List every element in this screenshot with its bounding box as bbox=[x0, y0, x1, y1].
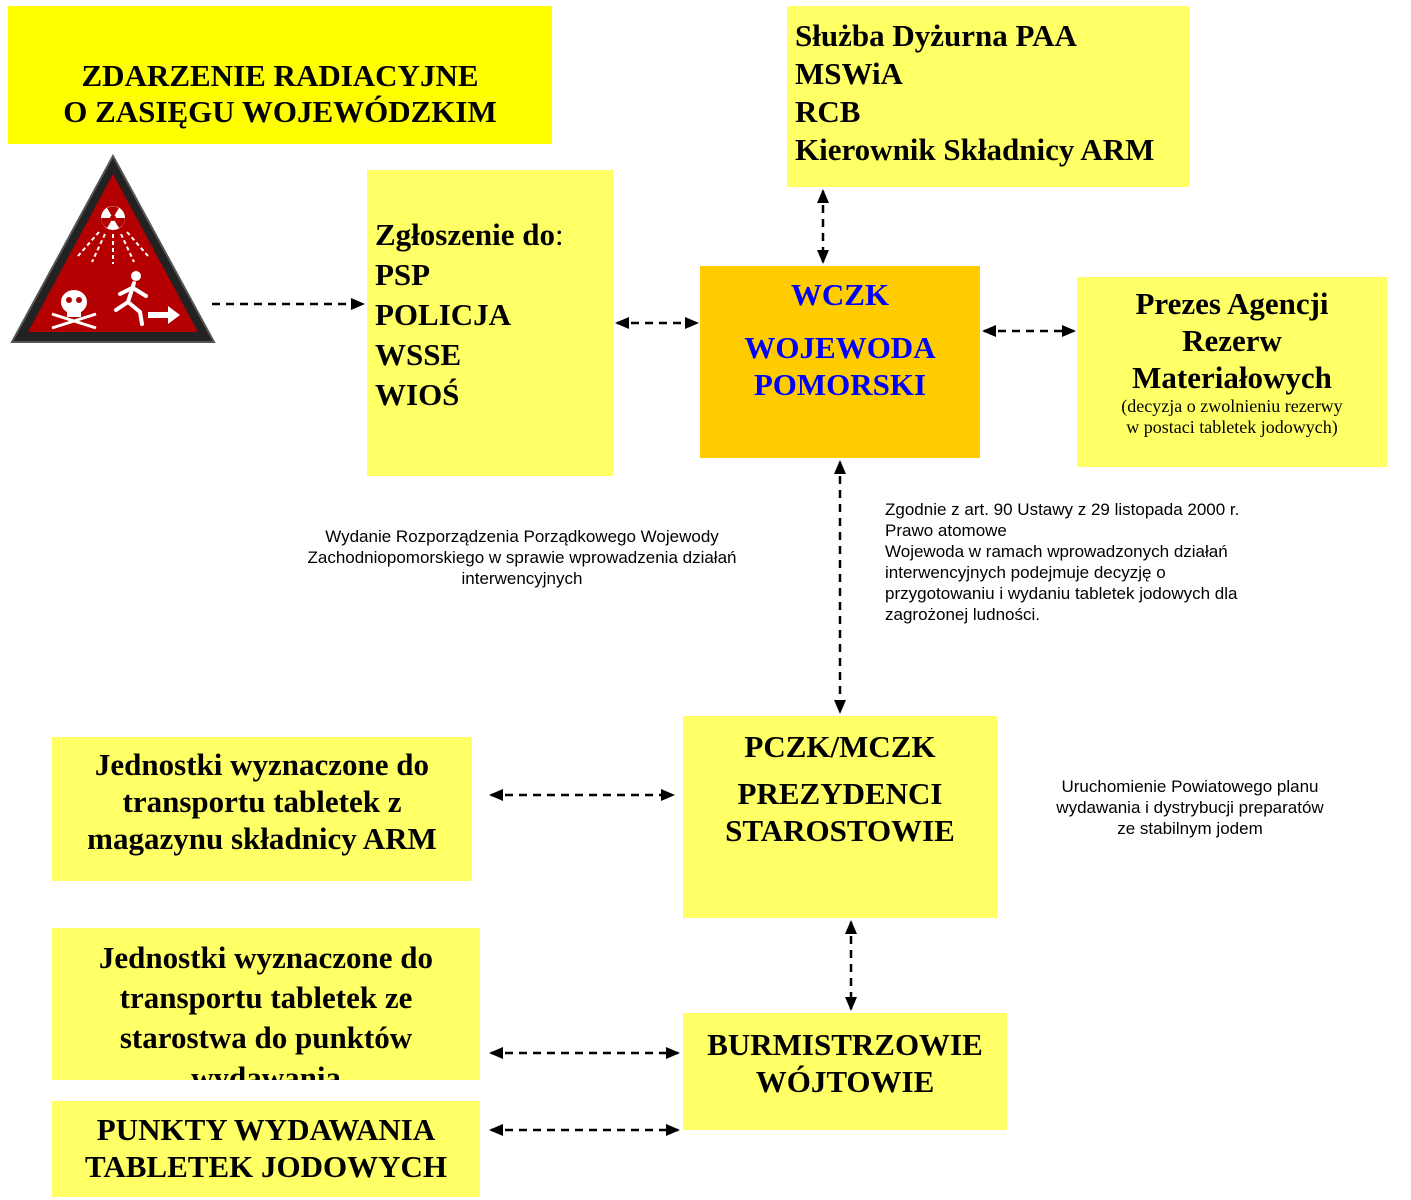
wczk-box: WCZK WOJEWODA POMORSKI bbox=[700, 266, 980, 458]
report-box: Zgłoszenie do: PSP POLICJA WSSE WIOŚ bbox=[367, 170, 613, 476]
note-line: interwencyjnych bbox=[461, 569, 583, 588]
transport-line: Jednostki wyznaczone do bbox=[98, 940, 434, 975]
note-line: Wydanie Rozporządzenia Porządkowego Woje… bbox=[325, 527, 719, 546]
note-line: ze stabilnym jodem bbox=[1117, 819, 1263, 838]
reserve-line: Prezes Agencji bbox=[1135, 286, 1329, 321]
legal-basis-note: Zgodnie z art. 90 Ustawy z 29 listopada … bbox=[885, 499, 1385, 625]
transport-starostwo-box: Jednostki wyznaczone do transportu table… bbox=[52, 928, 480, 1080]
transport-line: magazynu składnicy ARM bbox=[87, 821, 437, 856]
note-line: Zachodniopomorskiego w sprawie wprowadze… bbox=[307, 548, 737, 567]
agency-line: MSWiA bbox=[795, 56, 903, 91]
mayors-line: BURMISTRZOWIE bbox=[707, 1027, 983, 1062]
transport-line: starostwa do punktów bbox=[119, 1020, 413, 1055]
pomorski-label: POMORSKI bbox=[753, 367, 927, 402]
title-line-2: O ZASIĘGU WOJEWÓDZKIM bbox=[63, 94, 497, 129]
mayors-box: BURMISTRZOWIE WÓJTOWIE bbox=[683, 1013, 1007, 1130]
transport-line: Jednostki wyznaczone do bbox=[94, 747, 430, 782]
title-box: ZDARZENIE RADIACYJNE O ZASIĘGU WOJEWÓDZK… bbox=[8, 6, 552, 144]
agency-line: Służba Dyżurna PAA bbox=[795, 18, 1077, 53]
regulation-note: Wydanie Rozporządzenia Porządkowego Woje… bbox=[232, 526, 812, 589]
reserve-sub-line: w postaci tabletek jodowych) bbox=[1126, 417, 1338, 437]
report-line: PSP bbox=[375, 257, 431, 292]
pczk-box: PCZK/MCZK PREZYDENCI STAROSTOWIE bbox=[683, 716, 997, 918]
starostowie-label: STAROSTOWIE bbox=[725, 813, 955, 848]
county-plan-note: Uruchomienie Powiatowego planu wydawania… bbox=[1020, 776, 1360, 839]
note-line: interwencyjnych podejmuje decyzję o bbox=[885, 563, 1166, 582]
note-line: zagrożonej ludności. bbox=[885, 605, 1040, 624]
title-line-1: ZDARZENIE RADIACYJNE bbox=[81, 58, 479, 93]
note-line: Wojewoda w ramach wprowadzonych działań bbox=[885, 542, 1228, 561]
pczk-label: PCZK/MCZK bbox=[744, 729, 936, 764]
note-line: przygotowaniu i wydaniu tabletek jodowyc… bbox=[885, 584, 1238, 603]
reserve-agency-box: Prezes Agencji Rezerw Materiałowych (dec… bbox=[1077, 277, 1387, 467]
points-line: TABLETEK JODOWYCH bbox=[84, 1149, 447, 1184]
report-line: POLICJA bbox=[375, 297, 512, 332]
reserve-line: Rezerw bbox=[1182, 323, 1282, 358]
note-line: Prawo atomowe bbox=[885, 521, 1007, 540]
prezydenci-label: PREZYDENCI bbox=[737, 776, 943, 811]
reserve-sub-line: (decyzja o zwolnieniu rezerwy bbox=[1121, 396, 1343, 416]
radiation-hazard-warning-icon bbox=[10, 153, 216, 343]
transport-arm-box: Jednostki wyznaczone do transportu table… bbox=[52, 737, 472, 881]
points-line: PUNKTY WYDAWANIA bbox=[96, 1112, 436, 1147]
agency-line: Kierownik Składnicy ARM bbox=[795, 132, 1155, 167]
note-line: Zgodnie z art. 90 Ustawy z 29 listopada … bbox=[885, 500, 1240, 519]
mayors-line: WÓJTOWIE bbox=[755, 1064, 935, 1099]
distribution-points-box: PUNKTY WYDAWANIA TABLETEK JODOWYCH bbox=[52, 1101, 480, 1197]
report-heading-text: Zgłoszenie do bbox=[375, 217, 555, 252]
transport-line: transportu tabletek ze bbox=[119, 980, 413, 1015]
wojewoda-label: WOJEWODA bbox=[744, 330, 936, 365]
transport-line: wydawania bbox=[191, 1060, 341, 1080]
reserve-line: Materiałowych bbox=[1132, 360, 1332, 395]
wczk-label: WCZK bbox=[790, 277, 890, 312]
report-line: WIOŚ bbox=[375, 377, 460, 412]
note-line: Uruchomienie Powiatowego planu bbox=[1061, 777, 1319, 796]
transport-line: transportu tabletek z bbox=[122, 784, 402, 819]
agency-line: RCB bbox=[795, 94, 861, 129]
note-line: wydawania i dystrybucji preparatów bbox=[1056, 798, 1324, 817]
agencies-box: Służba Dyżurna PAA MSWiA RCB Kierownik S… bbox=[787, 6, 1189, 187]
report-heading-colon: : bbox=[554, 217, 564, 252]
report-line: WSSE bbox=[375, 337, 462, 372]
report-heading: Zgłoszenie do: bbox=[375, 215, 613, 255]
